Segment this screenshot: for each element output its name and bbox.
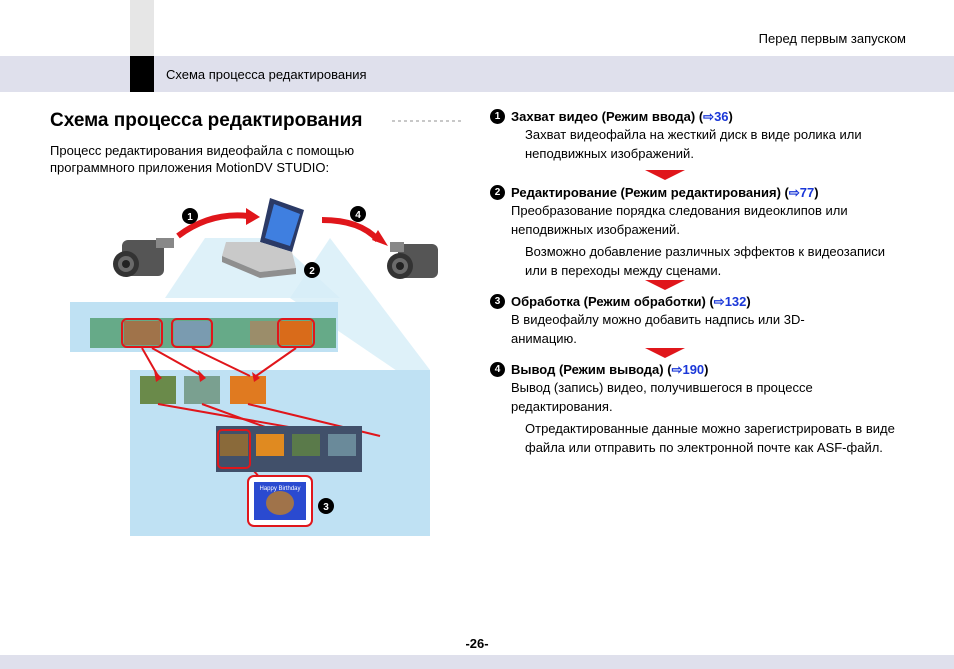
step-capture: 1 Захват видео (Режим ввода) (⇨36) Захва…: [490, 108, 910, 163]
title-underline-dots: [392, 120, 462, 122]
workflow-illustration: Happy Birthday 1 2 3 4: [70, 198, 438, 536]
step-heading: 3 Обработка (Режим обработки) (⇨132): [490, 293, 910, 310]
header-accent-strip: [130, 0, 154, 56]
step-heading: 1 Захват видео (Режим ввода) (⇨36): [490, 108, 910, 125]
page-title: Схема процесса редактирования: [50, 110, 363, 131]
step-description: В видеофайлу можно добавить надпись или …: [511, 312, 805, 346]
reference-arrow-icon: ⇨: [703, 109, 715, 124]
workflow-diagram: Happy Birthday 1 2 3 4: [60, 198, 440, 538]
step-number-badge: 2: [490, 185, 505, 200]
diagram-marker-2: 2: [309, 266, 315, 277]
step-heading: 2 Редактирование (Режим редактирования) …: [490, 184, 910, 201]
diagram-marker-4: 4: [355, 210, 361, 221]
camcorder-icon-left: [113, 238, 174, 277]
step-process: 3 Обработка (Режим обработки) (⇨132) В в…: [490, 293, 910, 348]
down-arrow-icon: [645, 348, 685, 358]
section-bar: Схема процесса редактирования: [0, 56, 954, 92]
step-title: Вывод (Режим вывода) (: [511, 362, 672, 377]
step-note: Отредактированные данные можно зарегистр…: [525, 421, 895, 455]
page-reference-link[interactable]: 77: [799, 185, 815, 200]
step-title: Обработка (Режим обработки) (: [511, 294, 714, 309]
page-number: -26-: [465, 636, 489, 651]
step-edit: 2 Редактирование (Режим редактирования) …: [490, 184, 910, 280]
reference-arrow-icon: ⇨: [671, 362, 683, 377]
step-description: Вывод (запись) видео, получившегося в пр…: [511, 380, 813, 414]
step-number-badge: 1: [490, 109, 505, 124]
step-number-badge: 3: [490, 294, 505, 309]
page-reference-link[interactable]: 36: [714, 109, 729, 124]
camcorder-icon-right: [387, 242, 438, 279]
chapter-title: Перед первым запуском: [758, 31, 906, 46]
page-reference-link[interactable]: 132: [724, 294, 747, 309]
step-title-close: ): [746, 294, 751, 309]
intro-text: Процесс редактирования видеофайла с помо…: [50, 143, 355, 175]
diagram-marker-3: 3: [323, 502, 329, 513]
footer-bar: [0, 655, 954, 669]
step-title: Редактирование (Режим редактирования) (: [511, 185, 789, 200]
step-title-close: ): [704, 362, 709, 377]
step-output: 4 Вывод (Режим вывода) (⇨190) Вывод (зап…: [490, 361, 910, 457]
step-title: Захват видео (Режим ввода) (: [511, 109, 704, 124]
step-description: Захват видеофайла на жесткий диск в виде…: [525, 127, 862, 161]
reference-arrow-icon: ⇨: [788, 185, 800, 200]
step-title-close: ): [728, 109, 733, 124]
reference-arrow-icon: ⇨: [713, 294, 725, 309]
section-title: Схема процесса редактирования: [166, 67, 367, 82]
down-arrow-icon: [645, 170, 685, 180]
step-number-badge: 4: [490, 362, 505, 377]
step-note: Возможно добавление различных эффектов к…: [525, 244, 886, 278]
step-title-close: ): [814, 185, 819, 200]
step-description: Преобразование порядка следования видеок…: [511, 203, 848, 237]
diagram-marker-1: 1: [187, 212, 193, 223]
down-arrow-icon: [645, 280, 685, 290]
laptop-icon: [222, 198, 304, 278]
clip-caption: Happy Birthday: [259, 486, 300, 492]
page-reference-link[interactable]: 190: [682, 362, 705, 377]
section-marker: [130, 56, 154, 92]
step-heading: 4 Вывод (Режим вывода) (⇨190): [490, 361, 910, 378]
